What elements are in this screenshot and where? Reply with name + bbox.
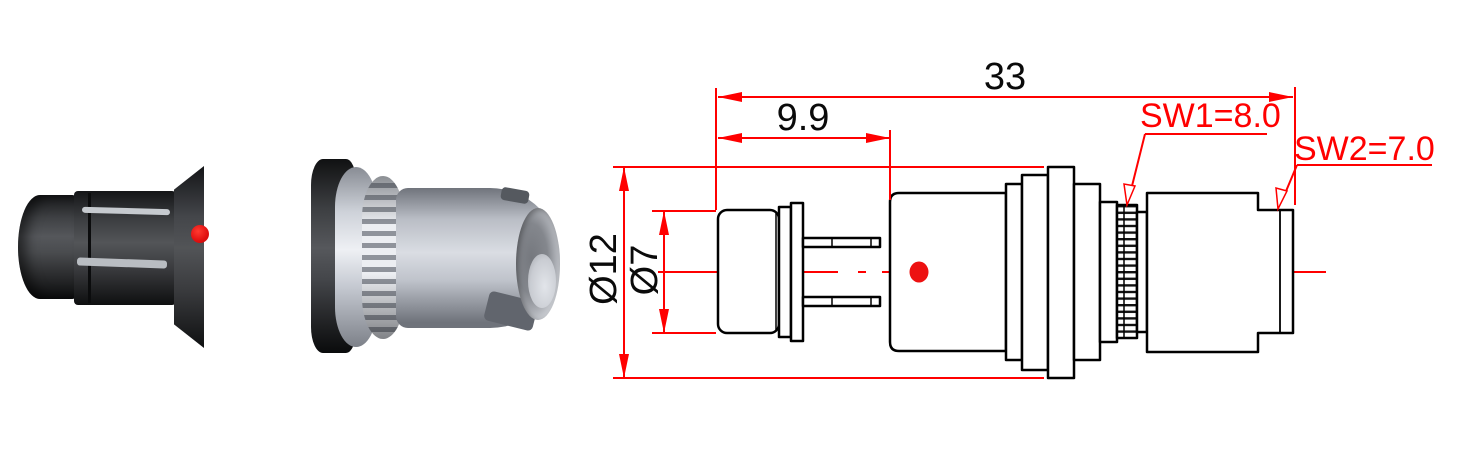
flange-outline: [1046, 165, 1076, 380]
rear-body-outline: [1145, 191, 1295, 354]
ring-b: [1020, 173, 1050, 372]
label-wrench-size-1: SW1=8.0: [1140, 97, 1281, 135]
dimension-33: [715, 87, 1296, 210]
neck-outline: [1098, 200, 1119, 344]
collar-band-2: [789, 201, 805, 343]
part-outline: [716, 165, 1295, 380]
red-index-dot-3d: [191, 225, 209, 243]
label-tip-length: 9.9: [776, 97, 830, 139]
dimensions: [613, 87, 1432, 379]
ring-d: [1072, 182, 1102, 362]
finger-top: [801, 236, 882, 249]
step-outline: [1135, 210, 1149, 334]
label-wrench-size-2: SW2=7.0: [1294, 130, 1435, 168]
leader-sw2: [1275, 164, 1432, 212]
collet-ring-edge: [88, 193, 91, 303]
dimension-d12: [613, 166, 1044, 379]
label-tip-diameter: Ø7: [624, 244, 666, 296]
body-cone: [174, 166, 204, 348]
dimension-9-9: [718, 130, 891, 200]
collar-band-1: [777, 205, 793, 339]
label-overall-length: 33: [983, 56, 1027, 98]
connector-3d-render: [0, 0, 585, 472]
ring-a: [1004, 182, 1024, 362]
finger-bottom: [801, 295, 882, 308]
main-body-outline: [888, 191, 1008, 353]
rear-bore-inner: [528, 254, 556, 308]
red-index-dot-2d: [909, 261, 929, 283]
tip-outline: [716, 208, 781, 335]
dimension-d7: [652, 210, 716, 334]
tip-cylinder: [18, 195, 78, 299]
collet-section: [74, 191, 176, 305]
leader-sw1: [1123, 133, 1267, 208]
knurl-outline: [1115, 203, 1139, 340]
